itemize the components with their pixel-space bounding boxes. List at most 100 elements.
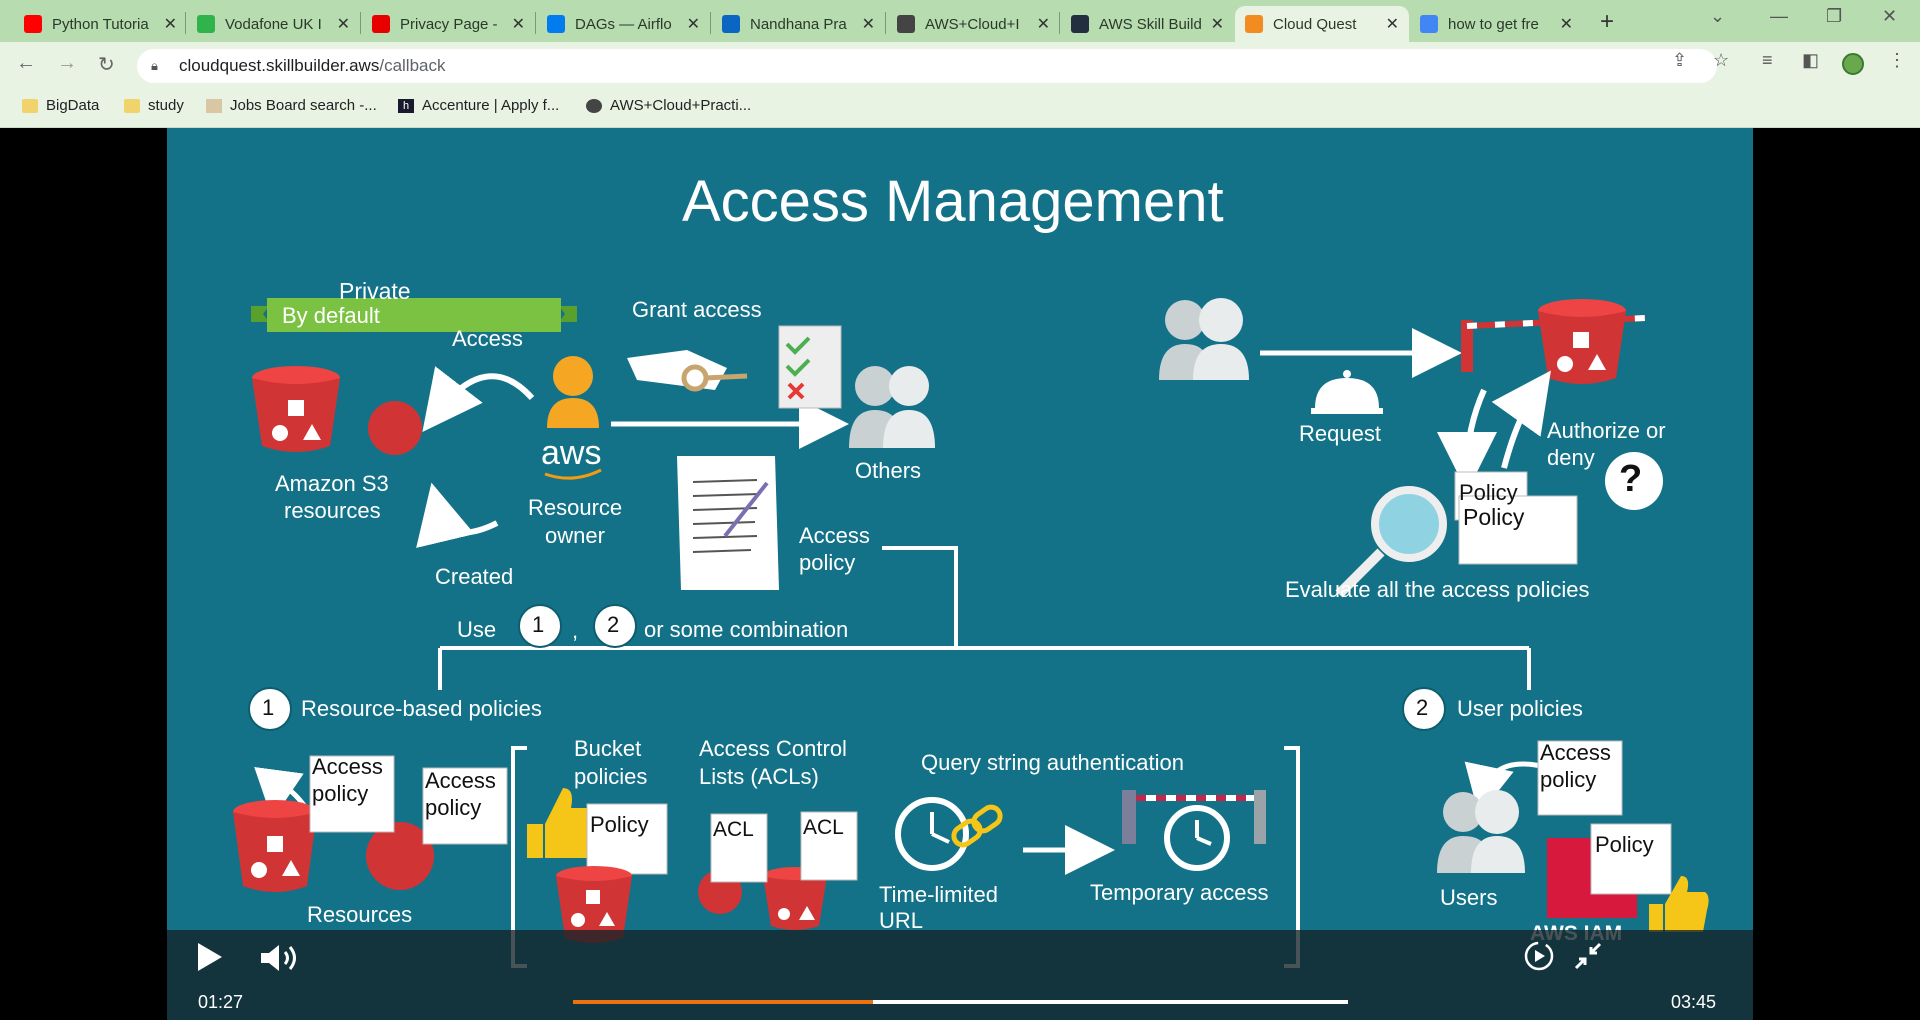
toolbar: ← → ↻ 🔒︎ cloudquest.skillbuilder.aws/cal…: [0, 42, 1920, 88]
media-control-icon[interactable]: ≡: [1762, 50, 1773, 70]
bookmark-item[interactable]: Jobs Board search -...: [206, 97, 377, 114]
tab-search-icon[interactable]: ⌄: [1710, 6, 1726, 26]
minimize-icon[interactable]: —: [1770, 6, 1788, 26]
tab-separator: [535, 12, 536, 34]
tab-title: Python Tutoria: [52, 15, 149, 33]
request-label: Request: [1299, 421, 1381, 446]
s3-bucket-icon: [252, 366, 340, 452]
close-tab-icon[interactable]: ✕: [336, 16, 350, 33]
time-limited-label-2: URL: [879, 908, 924, 933]
volume-icon[interactable]: [259, 942, 301, 974]
aws-smile-icon: [544, 468, 602, 480]
tab-title: how to get fre: [1448, 15, 1539, 33]
owner-label-2: owner: [545, 523, 605, 548]
access-policy-document-icon: [677, 456, 779, 590]
resource-doc-1-policy: policy: [312, 781, 369, 806]
tab-8[interactable]: Cloud Quest ✕: [1235, 6, 1409, 42]
close-tab-icon[interactable]: ✕: [861, 16, 875, 33]
tab-9[interactable]: how to get fre ✕: [1410, 6, 1583, 42]
bookmark-item[interactable]: study: [124, 97, 184, 114]
close-tab-icon[interactable]: ✕: [163, 16, 177, 33]
bucket-policies-label-2: policies: [574, 764, 648, 789]
forward-icon[interactable]: →: [57, 52, 77, 74]
close-tab-icon[interactable]: ✕: [1036, 16, 1050, 33]
back-icon[interactable]: ←: [16, 52, 36, 74]
tab-1[interactable]: Python Tutoria ✕: [14, 6, 187, 42]
badge-1-resource: [248, 687, 292, 731]
badge-1-use-text: 1: [532, 612, 545, 637]
resource-policy-doc-2: [422, 767, 508, 845]
slide-diagram: [233, 298, 1709, 968]
playback-speed-icon[interactable]: [1523, 940, 1555, 972]
side-panel-icon[interactable]: ◧: [1802, 50, 1820, 70]
exit-fullscreen-icon[interactable]: [1572, 940, 1604, 972]
cloudquest-icon: [1245, 15, 1263, 33]
tab-separator: [185, 12, 186, 34]
user-policies-label: User policies: [1457, 696, 1583, 721]
jobs-icon: [206, 98, 222, 113]
grant-access-label: Grant access: [632, 297, 762, 322]
requesters-icon: [1159, 298, 1249, 380]
menu-kebab-icon[interactable]: ⋮: [1888, 50, 1906, 70]
tab-4[interactable]: DAGs — Airflo✕: [537, 6, 710, 42]
tab-5[interactable]: Nandhana Pra✕: [712, 6, 885, 42]
resource-doc-2-access: Access: [425, 768, 496, 793]
resources-bucket-icon: [233, 800, 317, 892]
lock-icon[interactable]: 🔒︎: [151, 58, 158, 73]
close-tab-icon[interactable]: ✕: [1210, 16, 1224, 33]
reload-icon[interactable]: ↻: [98, 54, 115, 76]
s3-bucket-protected-icon: [1538, 299, 1626, 384]
bucket-policy-doc-label: Policy: [590, 812, 649, 837]
policy-back-label: Policy: [1459, 480, 1518, 505]
close-tab-icon[interactable]: ✕: [1385, 16, 1399, 33]
profile-avatar[interactable]: [1842, 53, 1864, 75]
folder-icon: [22, 98, 38, 113]
tab-2[interactable]: Vodafone UK I✕: [187, 6, 360, 42]
speed-button[interactable]: [1523, 940, 1555, 972]
resource-doc-2-policy: policy: [425, 795, 482, 820]
folder-icon: [124, 98, 140, 113]
progress-bar-fill: [573, 1000, 873, 1004]
by-default-label: By default: [282, 303, 380, 328]
video-player[interactable]: Access Management Private By default Acc…: [0, 128, 1920, 1020]
tab-strip: Python Tutoria✕Vodafone UK I✕Privacy Pag…: [0, 0, 1920, 42]
close-tab-icon[interactable]: ✕: [1559, 16, 1573, 33]
play-button[interactable]: [195, 940, 225, 974]
user-doc-access: Access: [1540, 740, 1611, 765]
bookmark-item[interactable]: h Accenture | Apply f...: [398, 97, 559, 114]
exit-fullscreen-button[interactable]: [1572, 940, 1604, 972]
tab-6[interactable]: AWS+Cloud+I✕: [887, 6, 1060, 42]
evaluate-down-arrow: [1437, 388, 1498, 492]
address-bar[interactable]: 🔒︎ cloudquest.skillbuilder.aws/callback: [137, 49, 1717, 83]
checklist-icon: [778, 325, 842, 409]
tab-7[interactable]: AWS Skill Build✕: [1061, 6, 1234, 42]
bookmark-item[interactable]: BigData: [22, 97, 99, 114]
linkedin-icon: [722, 15, 740, 33]
play-icon[interactable]: [195, 940, 225, 974]
bookmark-label: study: [148, 97, 184, 114]
tab-title: Cloud Quest: [1273, 15, 1357, 33]
private-label: Private: [339, 278, 411, 304]
globe-icon: [586, 98, 602, 113]
progress-bar[interactable]: [573, 1000, 1348, 1004]
google-icon: [1420, 15, 1438, 33]
badge-1-resource-text: 1: [262, 695, 275, 720]
controls-icons: [167, 930, 1753, 1020]
aws-logo: aws: [541, 434, 602, 472]
new-tab-button[interactable]: +: [1600, 8, 1615, 35]
restore-icon[interactable]: ❐: [1826, 6, 1843, 26]
s3-object-circle: [368, 401, 422, 455]
tab-3[interactable]: Privacy Page - ✕: [362, 6, 535, 42]
by-default-banner: [251, 298, 577, 332]
close-window-icon[interactable]: ✕: [1882, 6, 1898, 26]
share-icon[interactable]: ⇪: [1672, 50, 1688, 70]
bookmark-item[interactable]: AWS+Cloud+Practi...: [586, 97, 751, 114]
close-tab-icon[interactable]: ✕: [511, 16, 525, 33]
bookmark-label: Accenture | Apply f...: [422, 97, 560, 114]
close-tab-icon[interactable]: ✕: [686, 16, 700, 33]
volume-button[interactable]: [259, 942, 301, 974]
bookmark-star-icon[interactable]: ☆: [1713, 50, 1730, 70]
accenture-icon: h: [398, 98, 414, 113]
user-doc-policy: policy: [1540, 767, 1597, 792]
tab-title: Privacy Page -: [400, 15, 498, 33]
